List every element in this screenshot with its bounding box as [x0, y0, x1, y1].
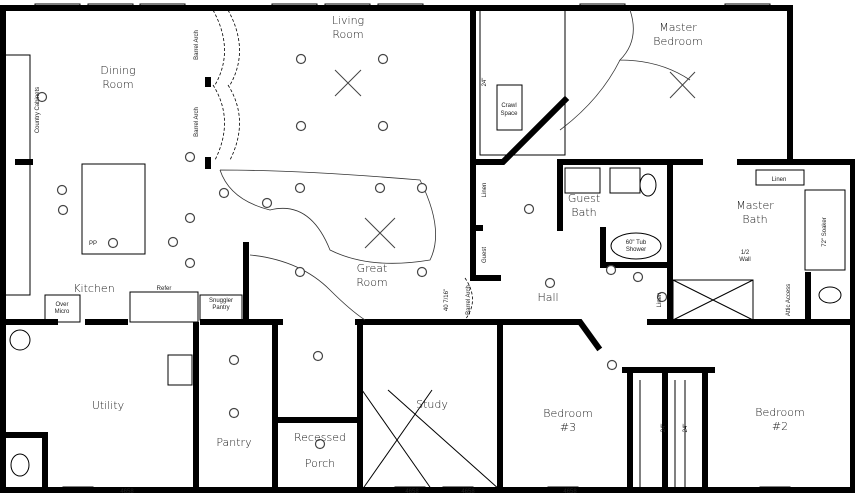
ceiling-fans — [334, 69, 696, 249]
recessed-porch-label: Recessed — [294, 431, 346, 444]
utility-label: Utility — [92, 399, 124, 412]
recessed-light-icon — [184, 257, 196, 269]
recessed-lights — [36, 53, 668, 450]
recessed-light-icon — [294, 266, 306, 278]
recessed-light-icon — [377, 120, 389, 132]
recessed-light-icon — [544, 277, 556, 289]
room-labels: Living Room Master Bedroom Dining Room K… — [73, 14, 804, 470]
recessed-light-icon — [167, 236, 179, 248]
half-wall-label-2: Wall — [739, 257, 750, 263]
recessed-light-icon — [416, 266, 428, 278]
recessed-light-icon — [295, 120, 307, 132]
window-code-3: 4658 — [461, 489, 475, 494]
recessed-light-icon — [377, 53, 389, 65]
half-wall-label: 1/2 — [741, 250, 750, 256]
over-micro-label: Over — [55, 302, 68, 308]
recessed-light-icon — [314, 438, 326, 450]
fixtures — [4, 9, 846, 491]
tub-shower-label-2: Shower — [626, 247, 646, 253]
guest-bath-label-2: Bath — [571, 206, 596, 219]
closet-24-label-3: 24" — [482, 78, 488, 87]
bedroom2-label: Bedroom — [755, 406, 804, 419]
study-label: Study — [416, 398, 448, 411]
window-code: 4658 — [120, 489, 134, 494]
master-bath-label-2: Bath — [742, 213, 767, 226]
snuggler-pantry-label: Snuggler — [209, 298, 233, 304]
over-micro-label-2: Micro — [55, 309, 70, 315]
living-room-label-2: Room — [332, 28, 363, 41]
recessed-light-icon — [606, 359, 618, 371]
crawl-space-label-2: Space — [500, 111, 518, 117]
master-bedroom-label-2: Bedroom — [653, 35, 702, 48]
guest-bath-label: Guest — [568, 192, 600, 205]
annotations: Barrel Arch Barrel Arch Barrel Arch Coun… — [35, 30, 828, 494]
linen-label-3: Linen — [657, 293, 663, 308]
attic-access-label: Attic Access — [786, 284, 792, 316]
pp-label: PP — [89, 241, 97, 247]
linen-label: Linen — [482, 183, 488, 198]
tub-shower-label: 60" Tub — [626, 240, 647, 246]
kitchen-label: Kitchen — [73, 282, 114, 295]
walls — [0, 5, 855, 493]
arch-width-label: 40 7/16" — [444, 289, 450, 311]
linen-label-2: Linen — [772, 177, 787, 183]
dining-room-label: Dining — [100, 64, 135, 77]
hall-label: Hall — [537, 291, 558, 304]
recessed-light-icon — [374, 182, 386, 194]
wiring — [219, 9, 691, 321]
country-cabinets-label: Country Cabinets — [35, 87, 41, 133]
living-room-label: Living — [332, 14, 364, 27]
recessed-light-icon — [295, 53, 307, 65]
crawl-space-label: Crawl — [501, 103, 516, 109]
recessed-light-icon — [605, 264, 617, 276]
recessed-light-icon — [57, 204, 69, 216]
snuggler-pantry-label-2: Pantry — [212, 305, 229, 311]
window-code-2: 4658 — [405, 489, 419, 494]
master-bath-label: Master — [736, 199, 774, 212]
great-room-label: Great — [357, 262, 388, 275]
recessed-light-icon — [632, 271, 644, 283]
dining-room-label-2: Room — [102, 78, 133, 91]
barrel-arch-label-3: Barrel Arch — [466, 285, 472, 315]
recessed-light-icon — [523, 203, 535, 215]
recessed-light-icon — [56, 184, 68, 196]
recessed-porch-label-2: Porch — [305, 457, 335, 470]
recessed-light-icon — [656, 291, 668, 303]
barrel-arch-label-2: Barrel Arch — [194, 107, 200, 137]
recessed-light-icon — [184, 212, 196, 224]
barrel-arch-label: Barrel Arch — [194, 30, 200, 60]
recessed-light-icon — [184, 151, 196, 163]
closet-24-label: 24" — [661, 424, 667, 433]
bedroom3-label: Bedroom — [543, 407, 592, 420]
soaker-label: 72" Soaker — [822, 217, 828, 246]
recessed-light-icon — [228, 407, 240, 419]
bedroom2-label-2: #2 — [772, 420, 788, 433]
refer-label: Refer — [157, 286, 172, 292]
closet-24-label-2: 24" — [683, 424, 689, 433]
recessed-light-icon — [218, 187, 230, 199]
bedroom3-label-2: #3 — [560, 421, 576, 434]
window-code-4: 4658 — [563, 489, 577, 494]
recessed-light-icon — [261, 197, 273, 209]
pantry-label: Pantry — [216, 436, 251, 449]
recessed-light-icon — [107, 237, 119, 249]
recessed-light-icon — [312, 350, 324, 362]
master-bedroom-label: Master — [659, 21, 697, 34]
recessed-light-icon — [36, 91, 48, 103]
great-room-label-2: Room — [356, 276, 387, 289]
recessed-light-icon — [416, 182, 428, 194]
windows — [34, 3, 791, 493]
recessed-light-icon — [228, 354, 240, 366]
guest-closet-label: Guest — [482, 247, 488, 263]
recessed-light-icon — [294, 182, 306, 194]
